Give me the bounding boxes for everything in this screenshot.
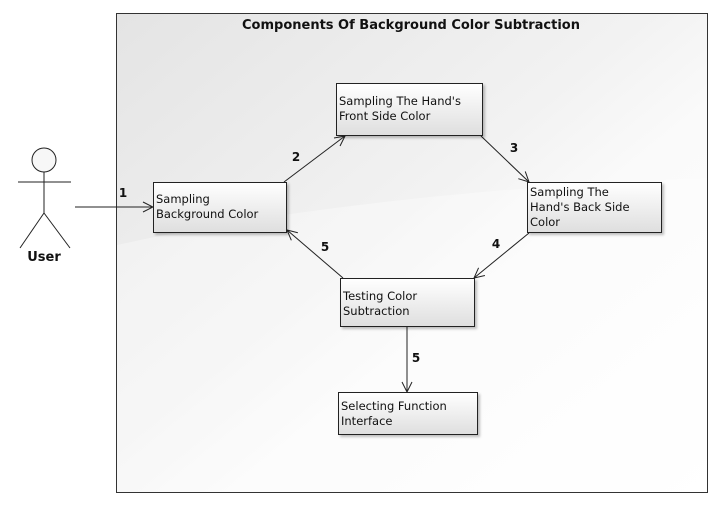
edges [75,136,529,392]
node-sampling-front-side-color: Sampling The Hand's Front Side Color [336,83,483,136]
edge-background-to-front [283,136,345,183]
edge-back-to-testing [474,232,530,278]
actor-label: User [27,250,61,265]
edge-label-1: 1 [119,186,127,200]
edge-label-5-down: 5 [412,351,420,365]
node-label-line: Sampling The [530,185,609,199]
node-label-line: Sampling The Hand's [339,94,461,108]
node-label-line: Selecting Function [341,399,447,413]
edge-label-4: 4 [492,237,500,251]
stick-figure-icon [18,147,71,249]
node-label-line: Sampling [156,192,210,206]
node-selecting-function-interface: Selecting Function Interface [338,392,478,435]
node-sampling-background-color: Sampling Background Color [153,182,287,233]
edge-labels: 1 2 3 4 5 5 [119,141,518,365]
edge-front-to-back [480,135,529,182]
node-label-line: Subtraction [343,304,410,318]
diagram-title: Components Of Background Color Subtracti… [242,18,580,33]
node-label-line: Background Color [156,207,259,221]
edge-label-2: 2 [292,150,300,164]
node-label-line: Interface [341,414,393,428]
node-label-line: Hand's Back Side [530,200,630,214]
node-label-line: Color [530,215,560,229]
edge-testing-to-background [287,230,344,279]
user-actor: User [18,147,71,265]
node-label-line: Front Side Color [339,109,431,123]
node-sampling-back-side-color: Sampling The Hand's Back Side Color [527,182,662,233]
edge-label-3: 3 [510,141,518,155]
node-label-line: Testing Color [342,289,417,303]
edge-label-5-loop: 5 [321,240,329,254]
node-testing-color-subtraction: Testing Color Subtraction [340,278,475,327]
